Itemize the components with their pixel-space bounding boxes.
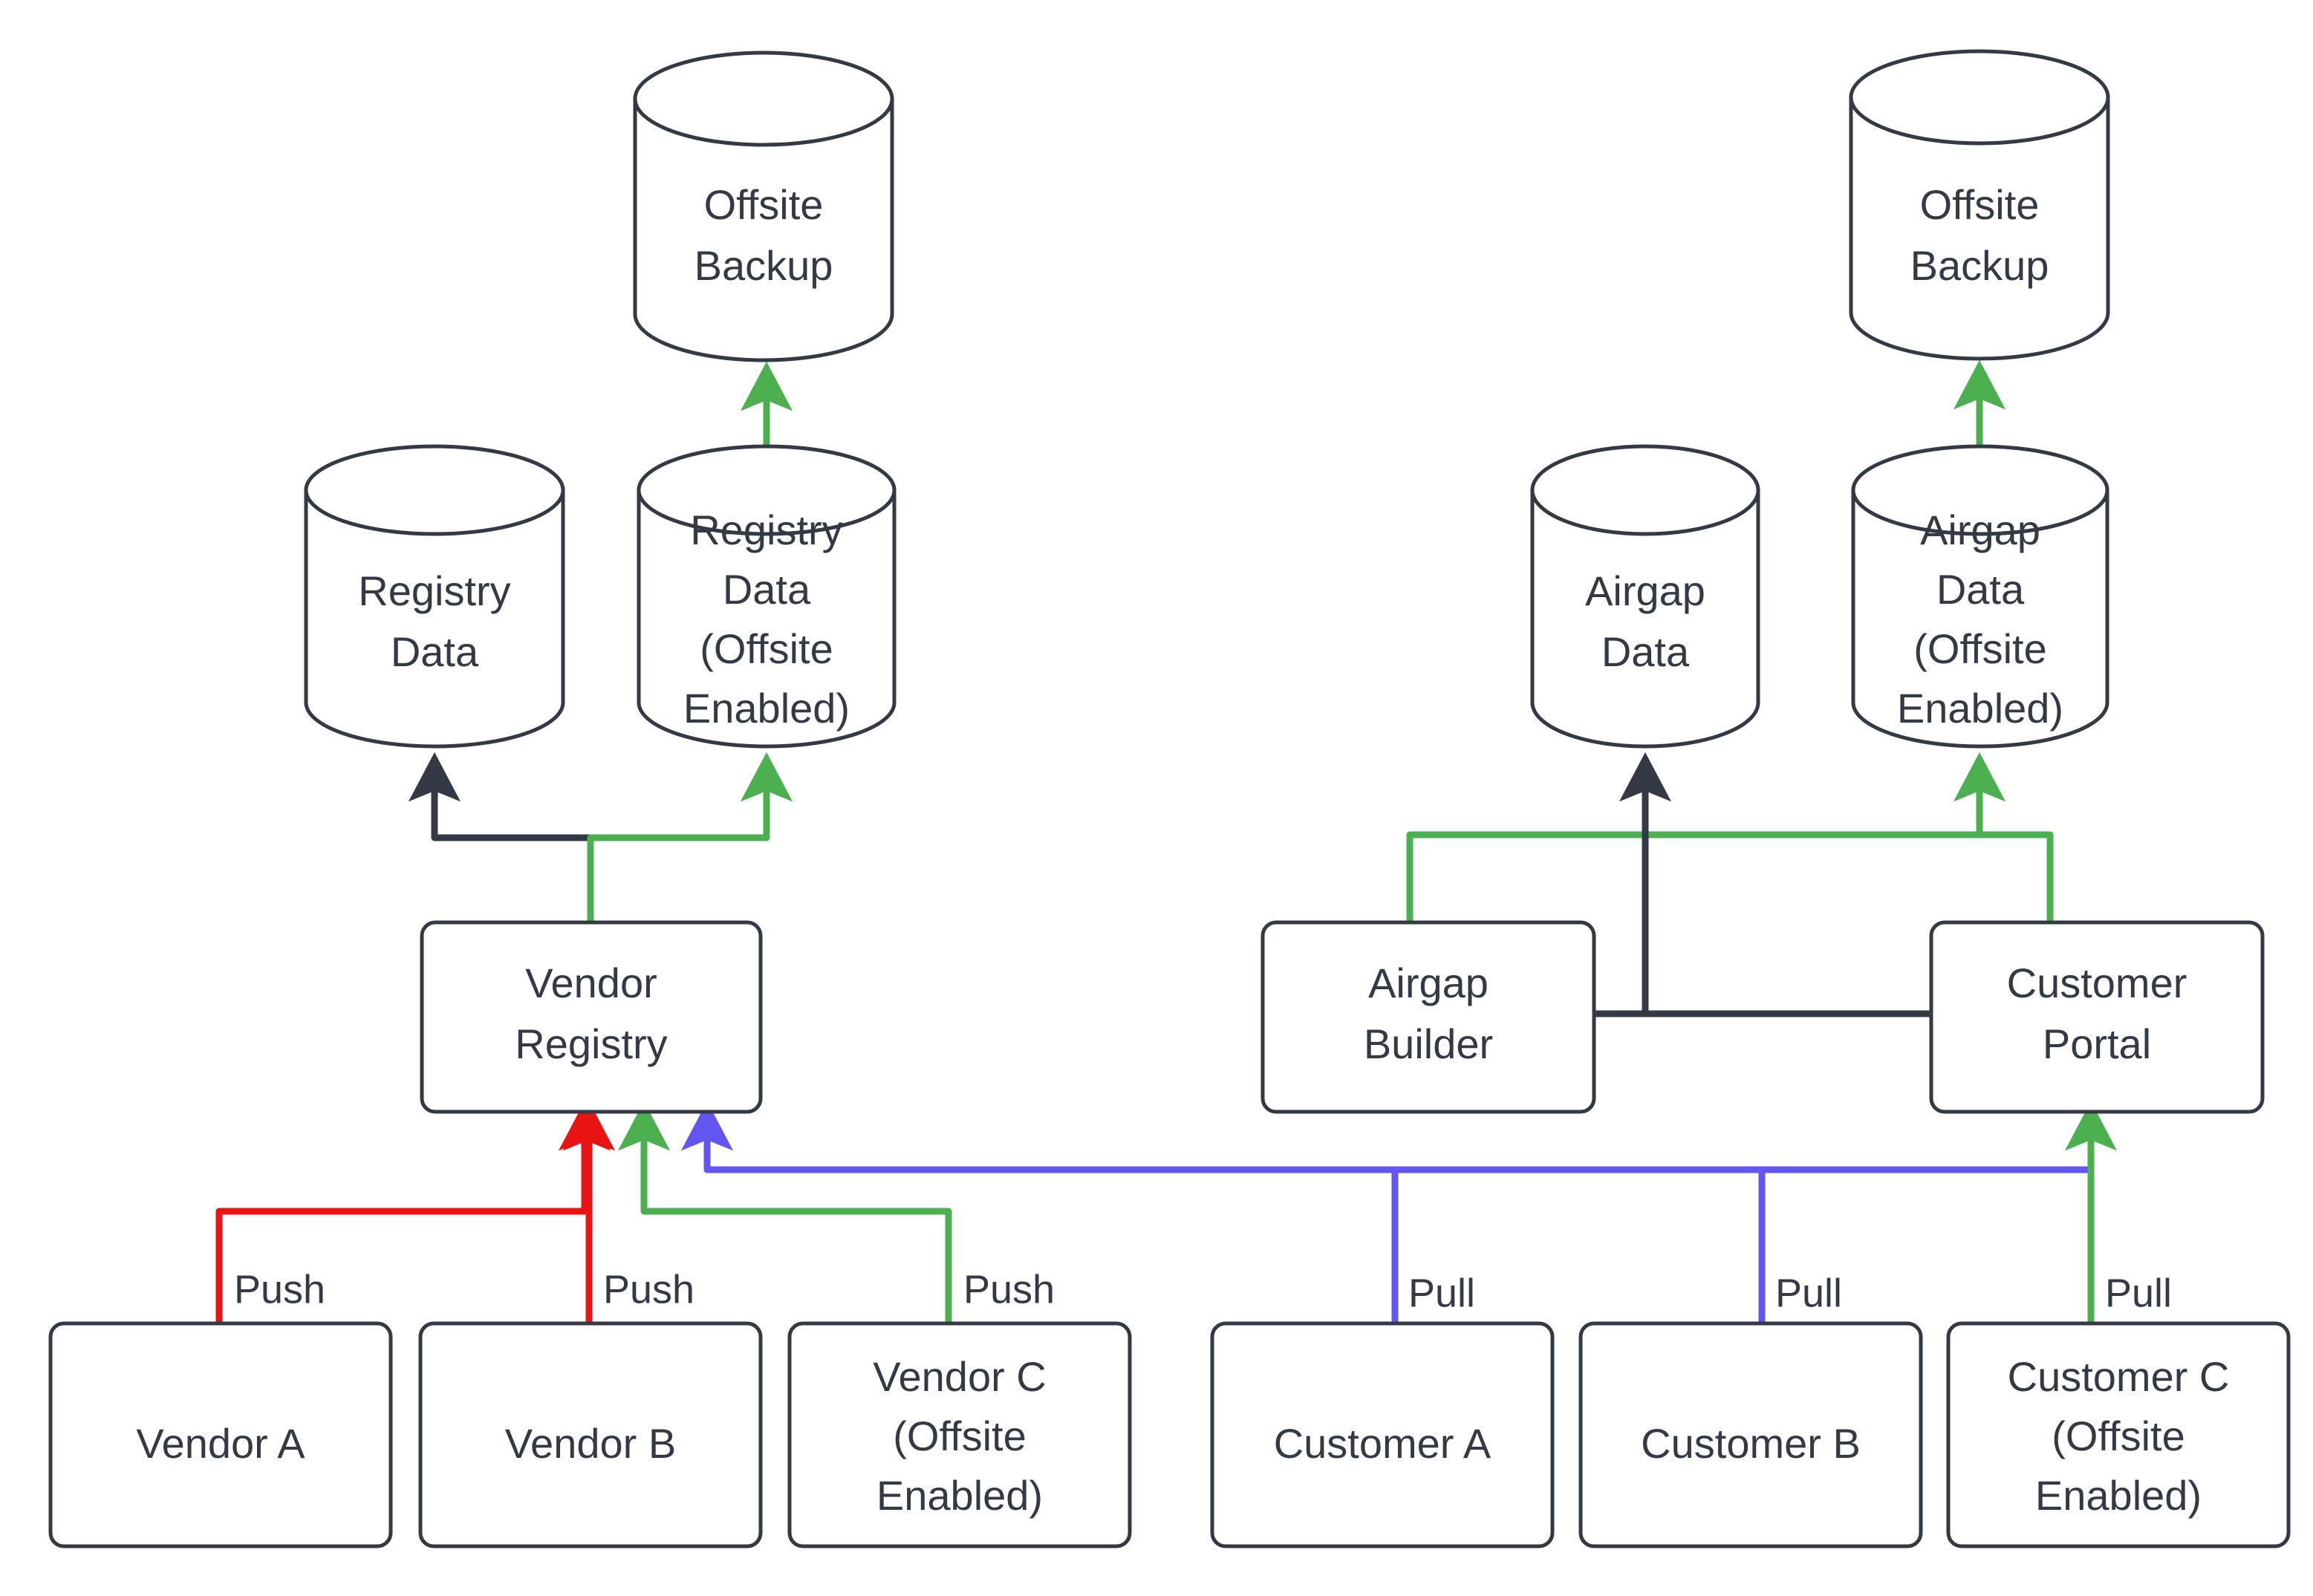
node-registry-data[interactable]: Registry Data xyxy=(304,444,565,749)
node-airgap-data-offsite[interactable]: Airgap Data (Offsite Enabled) xyxy=(1851,444,2109,749)
vendor-registry-label-1: Vendor xyxy=(525,960,657,1006)
edge-vendor-a-push xyxy=(215,1101,611,1322)
offsite-backup-right-label-2: Backup xyxy=(1910,242,2049,289)
edge-vendor-registry-to-registry-data xyxy=(408,752,594,921)
node-airgap-data[interactable]: Airgap Data xyxy=(1530,444,1760,749)
vendor-c-label-3: Enabled) xyxy=(876,1472,1043,1519)
node-vendor-b[interactable]: Vendor B xyxy=(418,1321,763,1548)
airgap-data-label-1: Airgap xyxy=(1585,567,1705,614)
vendor-c-label-1: Vendor C xyxy=(873,1353,1047,1400)
edge-vendor-c-push xyxy=(617,1101,952,1322)
node-offsite-backup-right[interactable]: Offsite Backup xyxy=(1849,49,2110,361)
airgap-data-offsite-label-1: Airgap xyxy=(1920,507,2040,553)
customer-a-label-1: Customer A xyxy=(1274,1420,1491,1467)
offsite-backup-right-label-1: Offsite xyxy=(1920,181,2040,228)
node-customer-b[interactable]: Customer B xyxy=(1578,1321,1923,1548)
airgap-builder-label-1: Airgap xyxy=(1368,960,1489,1006)
registry-data-label-2: Data xyxy=(391,628,479,675)
registry-data-offsite-label-2: Data xyxy=(723,566,811,613)
registry-data-label-1: Registry xyxy=(358,567,510,614)
vendor-a-label-1: Vendor A xyxy=(136,1420,305,1467)
registry-data-offsite-label-4: Enabled) xyxy=(683,685,850,732)
customer-c-label-1: Customer C xyxy=(2008,1353,2230,1400)
edge-label-customer-b-pull: Pull xyxy=(1775,1271,1842,1315)
edge-customer-a-pull xyxy=(680,1101,1399,1322)
registry-data-offsite-label-3: (Offsite xyxy=(700,625,833,672)
node-vendor-c[interactable]: Vendor C (Offsite Enabled) xyxy=(787,1321,1132,1548)
edge-label-vendor-c-push: Push xyxy=(963,1267,1055,1312)
edge-label-customer-a-pull: Pull xyxy=(1408,1271,1475,1315)
node-airgap-builder[interactable]: Airgap Builder xyxy=(1260,920,1596,1114)
node-customer-a[interactable]: Customer A xyxy=(1210,1321,1555,1548)
node-registry-data-offsite[interactable]: Registry Data (Offsite Enabled) xyxy=(637,444,897,749)
edge-label-customer-c-pull: Pull xyxy=(2105,1271,2172,1315)
offsite-backup-left-label-1: Offsite xyxy=(704,181,824,228)
edge-airgap-builder-to-airgap-data-offsite xyxy=(1406,752,2006,921)
airgap-data-offsite-label-4: Enabled) xyxy=(1897,685,2063,732)
node-offsite-backup-left[interactable]: Offsite Backup xyxy=(633,51,894,362)
vendor-registry-label-2: Registry xyxy=(515,1020,667,1067)
customer-portal-label-1: Customer xyxy=(2007,960,2187,1006)
edge-customer-portal-to-airgap-data xyxy=(1619,752,1931,1017)
node-customer-portal[interactable]: Customer Portal xyxy=(1929,920,2265,1114)
edge-vendor-registry-to-registry-data-offsite xyxy=(587,752,793,921)
node-vendor-a[interactable]: Vendor A xyxy=(48,1321,393,1548)
airgap-builder-label-2: Builder xyxy=(1364,1020,1493,1067)
vendor-b-label-1: Vendor B xyxy=(505,1420,676,1467)
airgap-data-offsite-label-2: Data xyxy=(1936,566,2025,613)
customer-c-label-2: (Offsite xyxy=(2052,1413,2184,1459)
vendor-c-label-2: (Offsite xyxy=(893,1413,1026,1459)
edge-customer-portal-to-airgap-data-offsite xyxy=(1979,831,2054,921)
registry-data-offsite-label-1: Registry xyxy=(690,507,842,553)
airgap-data-label-2: Data xyxy=(1601,628,1690,675)
customer-portal-label-2: Portal xyxy=(2043,1020,2151,1067)
customer-b-label-1: Customer B xyxy=(1641,1420,1861,1467)
edge-label-vendor-b-push: Push xyxy=(603,1267,694,1312)
airgap-data-offsite-label-3: (Offsite xyxy=(1913,625,2046,672)
edge-label-vendor-a-push: Push xyxy=(234,1267,325,1312)
offsite-backup-left-label-2: Backup xyxy=(694,242,833,289)
node-customer-c[interactable]: Customer C (Offsite Enabled) xyxy=(1946,1321,2291,1548)
node-vendor-registry[interactable]: Vendor Registry xyxy=(420,920,763,1114)
customer-c-label-3: Enabled) xyxy=(2035,1472,2202,1519)
